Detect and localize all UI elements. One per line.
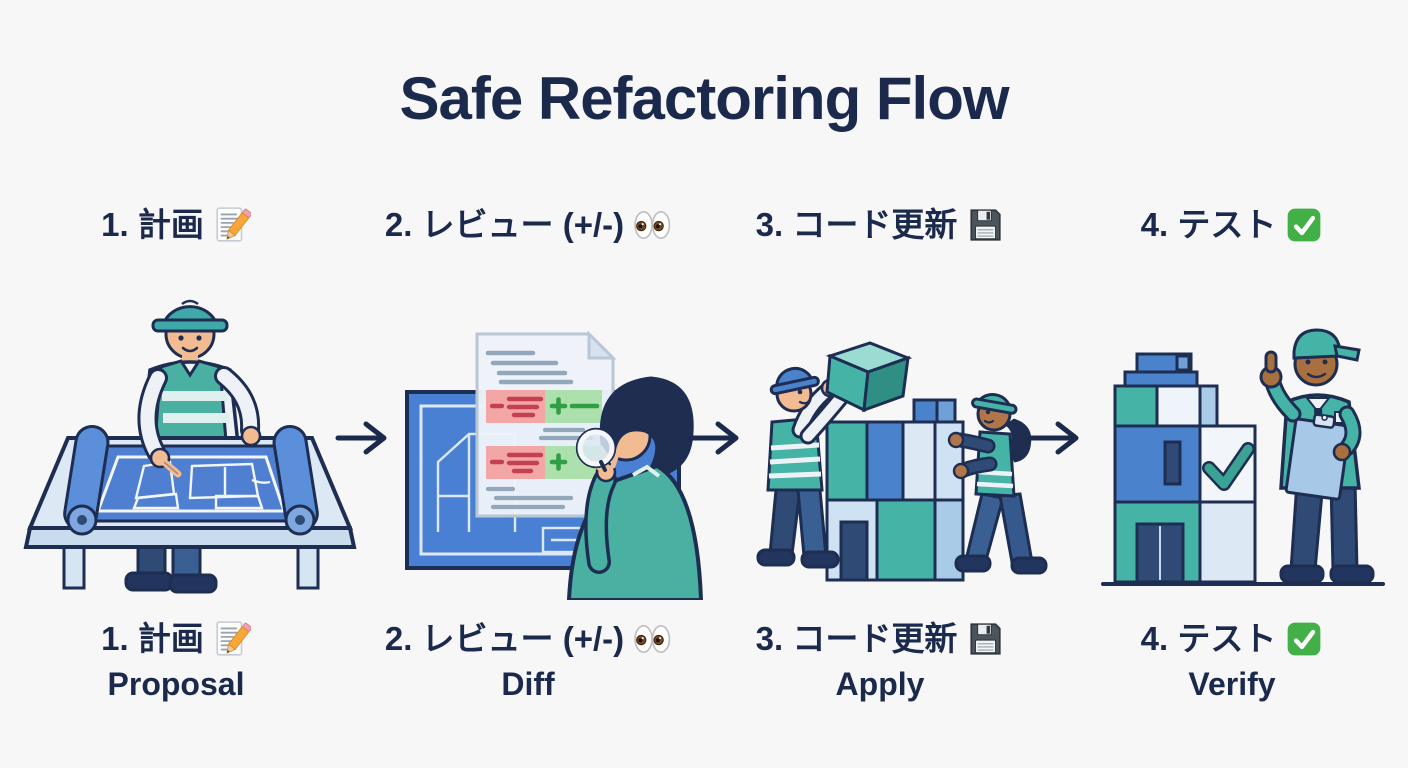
illustration-apply [742, 330, 1052, 598]
eyes-icon [633, 620, 671, 658]
floppy-disk-icon [966, 206, 1004, 244]
step4-sublabel: Verify [1188, 666, 1276, 702]
memo-icon [213, 620, 252, 658]
arrow-right-icon [1026, 416, 1088, 460]
illustration-diff [393, 320, 703, 600]
step2-top-label: 2. レビュー (+/-) [352, 202, 704, 248]
floppy-disk-icon [966, 620, 1004, 658]
flow-canvas [0, 268, 1408, 608]
check-mark-icon [1285, 620, 1323, 658]
step2-label-text: 2. レビュー (+/-) [384, 206, 625, 243]
step4-top-label: 4. テスト [1056, 202, 1408, 248]
step1-label-text: 1. 計画 [101, 206, 204, 243]
step1-bottom-label: 1. 計画 Proposal [0, 616, 352, 703]
step3-sublabel: Apply [835, 666, 925, 702]
step4-bottom-label: 4. テスト Verify [1056, 616, 1408, 703]
memo-icon [213, 206, 252, 244]
step3-label-text: 3. コード更新 [755, 620, 958, 657]
page-title: Safe Refactoring Flow [399, 65, 1009, 132]
step2-sublabel: Diff [501, 666, 555, 702]
check-mark-icon [1285, 206, 1323, 244]
step4-label-text: 4. テスト [1140, 206, 1277, 243]
arrow-right-icon [334, 416, 396, 460]
eyes-icon [633, 206, 671, 244]
arrow-right-icon [686, 416, 748, 460]
step3-top-label: 3. コード更新 [704, 202, 1056, 248]
step1-top-label: 1. 計画 [0, 202, 352, 248]
step2-bottom-label: 2. レビュー (+/-) Diff [352, 616, 704, 703]
step3-bottom-label: 3. コード更新 Apply [704, 616, 1056, 703]
step1-sublabel: Proposal [107, 666, 245, 702]
step3-label-text: 3. コード更新 [755, 206, 958, 243]
illustration-plan [20, 270, 360, 600]
step2-label-text: 2. レビュー (+/-) [384, 620, 625, 657]
step4-label-text: 4. テスト [1140, 620, 1277, 657]
step-labels-bottom: 1. 計画 Proposal 2. レビュー (+/-) Diff 3. コード… [0, 616, 1408, 703]
illustration-verify [1085, 292, 1395, 602]
step1-label-text: 1. 計画 [101, 620, 204, 657]
step-labels-top: 1. 計画 2. レビュー (+/-) 3. コード更新 4. テスト [0, 202, 1408, 248]
